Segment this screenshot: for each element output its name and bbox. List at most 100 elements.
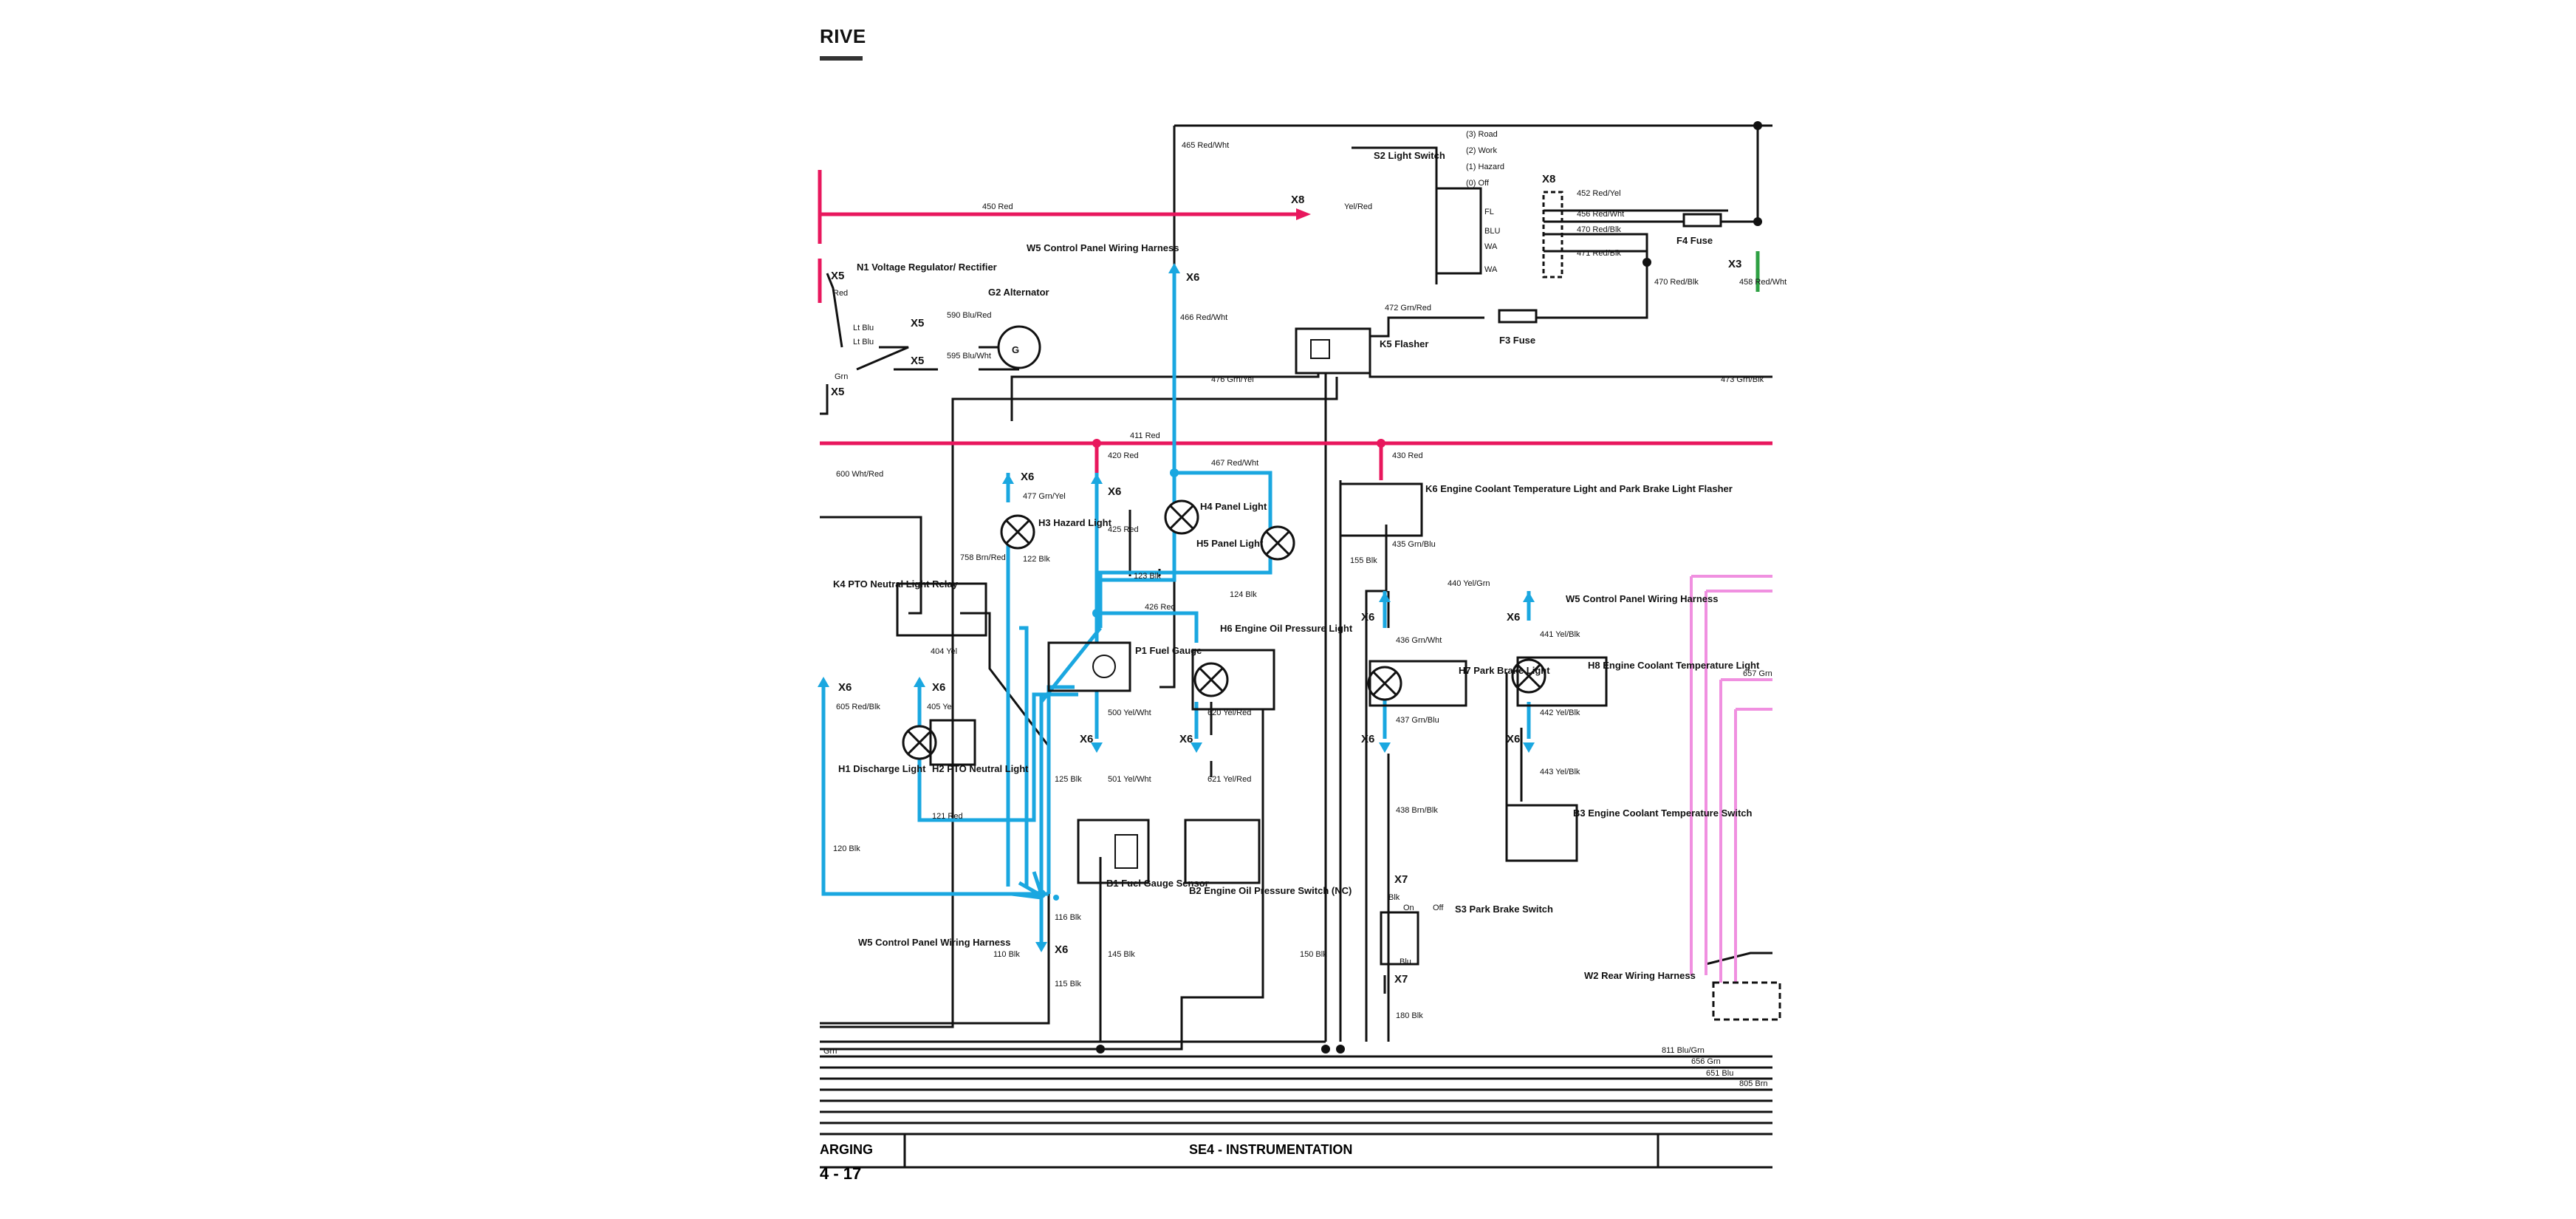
junction-dots: [1092, 121, 1762, 1054]
s2-terminal-blu: BLU: [1484, 227, 1500, 236]
s3-off-label: Off: [1433, 904, 1444, 912]
h6-oil-label: H6 Engine Oil Pressure Light: [1220, 623, 1353, 634]
b1-label: B1 Fuel Gauge Sensor: [1106, 878, 1209, 889]
wire-116: 116 Blk: [1055, 913, 1081, 922]
w5-top-label: W5 Control Panel Wiring Harness: [1027, 242, 1179, 253]
wire-426: 426 Red: [1145, 603, 1176, 612]
x6-h8-label: X6: [1507, 611, 1520, 624]
wire-443: 443 Yel/Blk: [1540, 768, 1580, 776]
wire-442: 442 Yel/Blk: [1540, 708, 1580, 717]
x5-upper-label: X5: [911, 317, 924, 329]
wire-125: 125 Blk: [1055, 775, 1082, 784]
rear-harness-wires: [1690, 575, 1772, 983]
power-wires: [818, 170, 1772, 480]
splice-points: [1037, 890, 1059, 901]
heading-rule: [820, 56, 863, 61]
wire-155: 155 Blk: [1350, 556, 1377, 565]
wire-436: 436 Grn/Wht: [1396, 636, 1442, 645]
s2-terminal-wa1: WA: [1484, 242, 1498, 251]
x6-h7-label: X6: [1361, 611, 1374, 624]
wire-438: 438 Brn/Blk: [1396, 806, 1438, 815]
wire-470b: 470 Red/Blk: [1654, 278, 1699, 287]
alternator-symbol: G: [997, 325, 1041, 369]
h3-label: H3 Hazard Light: [1038, 517, 1112, 528]
h7-label: H7 Park Brake Light: [1459, 665, 1550, 676]
wire-x5-red: Red: [833, 289, 848, 298]
wire-441: 441 Yel/Blk: [1540, 630, 1580, 639]
rear-connector-box: [1712, 981, 1781, 1021]
wire-472: 472 Grn/Red: [1385, 304, 1431, 313]
wire-123: 123 Blk: [1134, 572, 1161, 581]
wire-600: 600 Wht/Red: [836, 470, 883, 479]
x6-p1-label: X6: [1080, 733, 1093, 745]
wire-450: 450 Red: [982, 202, 1013, 211]
g2-label: G2 Alternator: [988, 287, 1049, 298]
x3-label: X3: [1728, 258, 1741, 270]
wire-121: 121 Red: [932, 812, 963, 821]
wire-458: 458 Red/Wht: [1739, 278, 1787, 287]
x5-lower-label: X5: [911, 355, 924, 367]
title-block-rules: [820, 1133, 1772, 1169]
s2-position-3: (3) Road: [1466, 130, 1498, 139]
w2-label: W2 Rear Wiring Harness: [1584, 970, 1696, 981]
wire-ltblu1: Lt Blu: [853, 324, 874, 332]
lamp-crosses: [907, 505, 1541, 755]
s2-label: S2 Light Switch: [1374, 150, 1445, 161]
wire-124: 124 Blk: [1230, 590, 1257, 599]
flasher-symbol: [1295, 327, 1371, 375]
wire-470a: 470 Red/Blk: [1577, 225, 1621, 234]
wire-420: 420 Red: [1108, 451, 1139, 460]
wire-471: 471 Red/Blk: [1577, 249, 1621, 258]
wire-758: 758 Brn/Red: [960, 553, 1006, 562]
k6-label: K6 Engine Coolant Temperature Light and …: [1425, 483, 1733, 494]
footer-title: SE4 - INSTRUMENTATION: [1189, 1142, 1353, 1157]
wire-500: 500 Yel/Wht: [1108, 708, 1151, 717]
s3-label: S3 Park Brake Switch: [1455, 904, 1553, 915]
p1-label: P1 Fuel Gauge: [1135, 645, 1202, 656]
s2-terminal-fl: FL: [1484, 208, 1494, 216]
x6-fuel-label: X6: [1108, 485, 1121, 498]
wire-811: 811 Blu/Grn: [1662, 1046, 1705, 1055]
s2-position-0: (0) Off: [1466, 179, 1490, 188]
s2-terminal-wa2: WA: [1484, 265, 1498, 274]
b2-label: B2 Engine Oil Pressure Switch (NC): [1189, 885, 1352, 896]
h1-label: H1 Discharge Light: [838, 763, 926, 774]
wire-621: 621 Yel/Red: [1208, 775, 1251, 784]
s2-position-1: (1) Hazard: [1466, 163, 1504, 171]
wire-605: 605 Red/Blk: [836, 703, 880, 711]
h4-label: H4 Panel Light: [1200, 501, 1267, 512]
x7-lower-label: X7: [1394, 973, 1408, 986]
wire-430: 430 Red: [1392, 451, 1423, 460]
f3-label: F3 Fuse: [1499, 335, 1535, 346]
schematic-page: RIVE: [818, 0, 1787, 1219]
wire-122: 122 Blk: [1023, 555, 1050, 564]
wire-805: 805 Brn: [1739, 1079, 1768, 1088]
x6-h2-label: X6: [932, 681, 945, 694]
x8-power-label: X8: [1291, 194, 1304, 206]
wire-ltblu2: Lt Blu: [853, 338, 874, 346]
wire-435: 435 Grn/Blu: [1392, 540, 1436, 549]
x5-top-label: X5: [831, 270, 844, 282]
b3-label: B3 Engine Coolant Temperature Switch: [1573, 807, 1753, 819]
wire-120: 120 Blk: [833, 844, 860, 853]
wire-411: 411 Red: [1130, 431, 1160, 440]
h2-label: H2 PTO Neutral Light: [932, 763, 1029, 774]
wire-405: 405 Yel: [927, 703, 953, 711]
wire-115: 115 Blk: [1055, 980, 1081, 988]
wire-456: 456 Red/Wht: [1577, 210, 1624, 219]
k4-label: K4 PTO Neutral Light Relay: [833, 578, 959, 590]
light-switch-symbol: [1435, 187, 1563, 279]
x8-switch-label: X8: [1542, 173, 1555, 185]
harness-wires: [821, 266, 1531, 946]
wire-620: 620 Yel/Red: [1208, 708, 1251, 717]
n1-label: N1 Voltage Regulator/ Rectifier: [857, 262, 997, 273]
wire-440: 440 Yel/Grn: [1448, 579, 1490, 588]
x6-h1-label: X6: [838, 681, 852, 694]
wire-465: 465 Red/Wht: [1182, 141, 1229, 150]
wire-150: 150 Blk: [1300, 950, 1327, 959]
wire-467: 467 Red/Wht: [1211, 459, 1258, 468]
w5-right-label: W5 Control Panel Wiring Harness: [1566, 593, 1718, 604]
x6-top-label: X6: [1186, 271, 1199, 284]
wire-657: 657 Grn: [1743, 669, 1772, 678]
x5-ground-label: X5: [831, 386, 844, 398]
